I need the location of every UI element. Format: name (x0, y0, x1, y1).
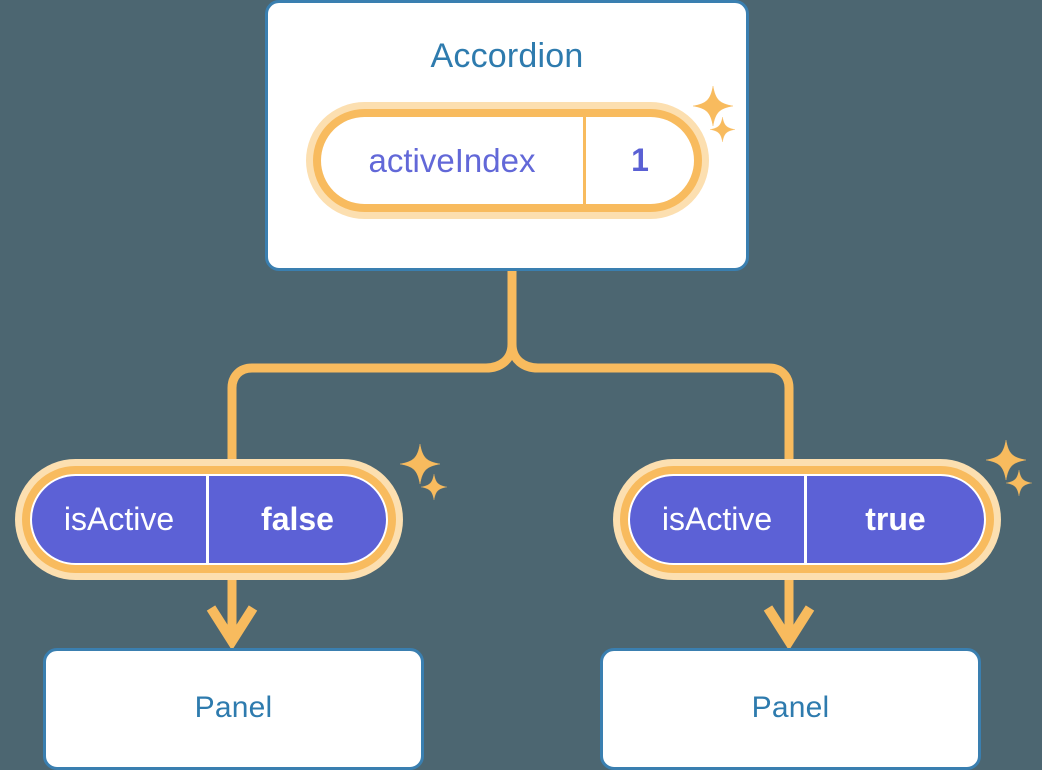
panel-card-title: Panel (194, 691, 273, 724)
state-chip-ring: activeIndex 1 (313, 109, 702, 212)
state-chip-is-active-true[interactable]: isActive true (613, 459, 1001, 580)
four-point-sparkle-icon (400, 444, 440, 484)
state-chip-body: isActive false (30, 474, 388, 565)
state-chip-key: activeIndex (321, 117, 586, 204)
four-point-sparkle-icon (1006, 470, 1032, 496)
connector-branch-right (507, 343, 794, 466)
four-point-sparkle-icon (986, 440, 1026, 480)
four-point-sparkle-icon (421, 474, 447, 500)
state-chip-value: true (865, 501, 926, 537)
state-chip-body: activeIndex 1 (321, 117, 694, 204)
arrow-head-left (206, 605, 258, 651)
state-chip-ring: isActive true (620, 466, 994, 573)
panel-component-card-right[interactable]: Panel (600, 648, 981, 770)
connector-branch-left (227, 343, 517, 466)
panel-component-card-left[interactable]: Panel (43, 648, 424, 770)
state-chip-ring: isActive false (22, 466, 396, 573)
state-chip-value: 1 (631, 142, 649, 178)
arrow-head-right (763, 605, 815, 651)
state-chip-active-index[interactable]: activeIndex 1 (306, 102, 709, 219)
state-chip-key: isActive (630, 476, 807, 563)
panel-card-title: Panel (751, 691, 830, 724)
state-chip-is-active-false[interactable]: isActive false (15, 459, 403, 580)
accordion-card-title: Accordion (430, 37, 584, 75)
state-chip-value: false (261, 501, 334, 537)
state-chip-key: isActive (32, 476, 209, 563)
state-chip-body: isActive true (628, 474, 986, 565)
